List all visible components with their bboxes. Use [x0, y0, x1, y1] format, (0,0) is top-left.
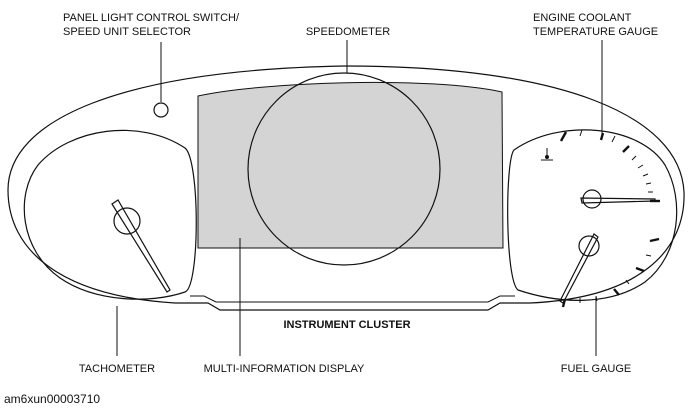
tachometer-ring: [23, 129, 197, 300]
figure-code: am6xun00003710: [4, 392, 100, 406]
label-panel-switch-line1: PANEL LIGHT CONTROL SWITCH/: [63, 12, 240, 24]
label-speedometer: SPEEDOMETER: [306, 26, 390, 38]
label-instrument-cluster: INSTRUMENT CLUSTER: [283, 319, 410, 331]
right-gauge-ring: [507, 129, 678, 301]
cluster-outer-housing: [7, 65, 685, 311]
coolant-gauge-needle: [580, 197, 656, 204]
label-tachometer: TACHOMETER: [79, 363, 155, 375]
fuel-gauge-needle: [559, 233, 599, 304]
label-multi-info-display: MULTI-INFORMATION DISPLAY: [204, 363, 365, 375]
tachometer-needle: [111, 199, 171, 293]
label-coolant-line2: TEMPERATURE GAUGE: [533, 26, 658, 38]
fuel-gauge-hub: [578, 235, 600, 257]
coolant-gauge-hub: [582, 189, 602, 209]
speedometer-dial: [247, 72, 441, 266]
label-fuel-gauge: FUEL GAUGE: [561, 363, 632, 375]
multi-information-display: [197, 81, 504, 249]
label-panel-switch-line2: SPEED UNIT SELECTOR: [63, 26, 191, 38]
panel-light-control-switch[interactable]: [153, 102, 169, 118]
cluster-inner-bottom-line: [190, 295, 515, 303]
tachometer-hub: [113, 207, 141, 235]
coolant-gauge-ticks: [559, 129, 660, 203]
label-coolant-line1: ENGINE COOLANT: [533, 12, 632, 24]
thermometer-in-water-icon: [541, 148, 553, 161]
